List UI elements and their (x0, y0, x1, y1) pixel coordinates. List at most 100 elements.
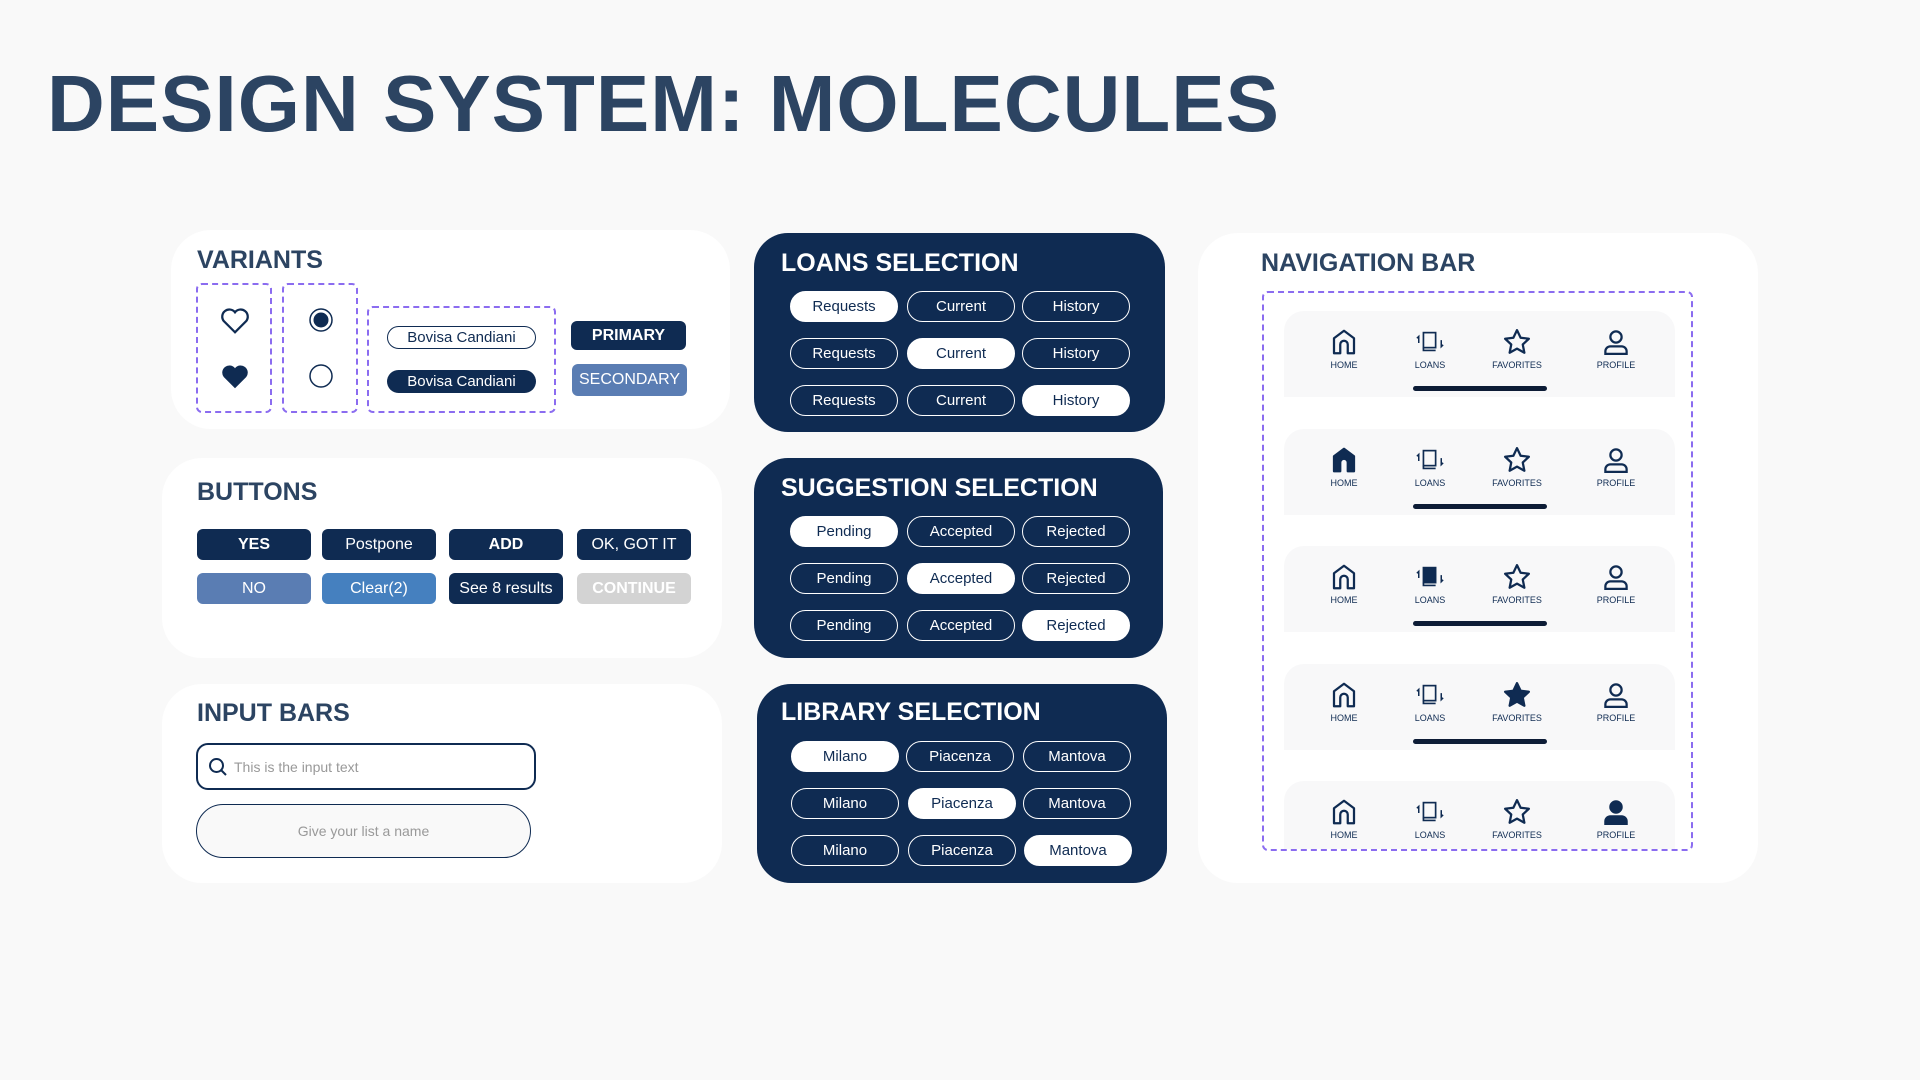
suggestion-accepted-pill[interactable]: Accepted (907, 516, 1015, 547)
nav-item-favorites[interactable]: FAVORITES (1482, 680, 1552, 723)
suggestion-heading: SUGGESTION SELECTION (781, 474, 1098, 502)
home-indicator-bar (1413, 386, 1547, 391)
loans-history-pill[interactable]: History (1022, 291, 1130, 322)
nav-item-loans[interactable]: LOANS (1395, 327, 1465, 370)
nav-item-favorites[interactable]: FAVORITES (1482, 797, 1552, 840)
see-results-button[interactable]: See 8 results (449, 573, 563, 604)
input-bars-card: INPUT BARS This is the input text Give y… (162, 684, 722, 883)
nav-item-profile[interactable]: PROFILE (1581, 327, 1651, 370)
library-piacenza-pill[interactable]: Piacenza (908, 835, 1016, 866)
nav-item-profile[interactable]: PROFILE (1581, 680, 1651, 723)
clear-button[interactable]: Clear(2) (322, 573, 436, 604)
navigation-bar-variant: HOME LOANS FAVORITES PROFILE (1284, 546, 1675, 632)
nav-item-label: HOME (1330, 830, 1358, 840)
favorites-star-icon (1504, 329, 1530, 354)
loans-selection-panel: LOANS SELECTION Requests Current History… (754, 233, 1165, 432)
suggestion-pending-pill[interactable]: Pending (790, 563, 898, 594)
home-icon (1332, 329, 1356, 355)
library-milano-pill[interactable]: Milano (791, 835, 899, 866)
radio-selected-icon[interactable] (308, 307, 334, 333)
library-mantova-pill[interactable]: Mantova (1023, 741, 1131, 772)
suggestion-rejected-pill[interactable]: Rejected (1022, 516, 1130, 547)
loans-history-pill[interactable]: History (1022, 338, 1130, 369)
nav-item-label: HOME (1330, 477, 1358, 488)
nav-item-label: PROFILE (1596, 360, 1636, 370)
nav-item-profile[interactable]: PROFILE (1581, 445, 1651, 488)
secondary-button[interactable]: SECONDARY (572, 364, 687, 396)
search-icon (209, 757, 227, 776)
nav-item-loans[interactable]: LOANS (1395, 797, 1465, 840)
loans-icon (1416, 331, 1444, 352)
profile-icon (1604, 800, 1628, 825)
nav-item-favorites[interactable]: FAVORITES (1482, 562, 1552, 605)
suggestion-rejected-pill[interactable]: Rejected (1022, 563, 1130, 594)
favorites-star-icon (1504, 681, 1530, 707)
library-milano-pill[interactable]: Milano (791, 741, 899, 772)
suggestion-rejected-pill[interactable]: Rejected (1022, 610, 1130, 641)
loans-current-pill[interactable]: Current (907, 338, 1015, 369)
nav-item-label: LOANS (1414, 595, 1446, 605)
navigation-heading: NAVIGATION BAR (1261, 249, 1476, 277)
heart-outline-icon[interactable] (220, 307, 250, 335)
nav-item-home[interactable]: HOME (1309, 680, 1379, 723)
nav-item-home[interactable]: HOME (1309, 562, 1379, 605)
add-button[interactable]: ADD (449, 529, 563, 560)
nav-item-favorites[interactable]: FAVORITES (1482, 445, 1552, 488)
nav-item-home[interactable]: HOME (1309, 797, 1379, 840)
yes-button[interactable]: YES (197, 529, 311, 560)
loans-requests-pill[interactable]: Requests (790, 385, 898, 416)
heart-variants (196, 283, 272, 413)
primary-button[interactable]: PRIMARY (571, 321, 686, 350)
library-milano-pill[interactable]: Milano (791, 788, 899, 819)
postpone-button[interactable]: Postpone (322, 529, 436, 560)
loans-requests-pill[interactable]: Requests (790, 291, 898, 322)
library-mantova-pill[interactable]: Mantova (1023, 788, 1131, 819)
loans-current-pill[interactable]: Current (907, 291, 1015, 322)
radio-unselected-icon[interactable] (308, 363, 334, 389)
heart-filled-icon[interactable] (220, 363, 250, 391)
nav-item-loans[interactable]: LOANS (1395, 680, 1465, 723)
suggestion-pending-pill[interactable]: Pending (790, 610, 898, 641)
profile-icon (1604, 330, 1628, 355)
home-icon (1332, 447, 1356, 472)
no-button[interactable]: NO (197, 573, 311, 604)
home-indicator-bar (1413, 503, 1547, 509)
ok-got-it-button[interactable]: OK, GOT IT (577, 529, 691, 560)
library-piacenza-pill[interactable]: Piacenza (906, 741, 1014, 772)
suggestion-accepted-pill[interactable]: Accepted (907, 610, 1015, 641)
search-input[interactable]: This is the input text (196, 743, 536, 790)
nav-item-label: FAVORITES (1492, 477, 1542, 488)
loans-current-pill[interactable]: Current (907, 385, 1015, 416)
variants-heading: VARIANTS (197, 246, 323, 274)
suggestion-selection-panel: SUGGESTION SELECTION Pending Accepted Re… (754, 458, 1163, 658)
chip-filled[interactable]: Bovisa Candiani (387, 370, 536, 393)
home-icon (1332, 564, 1356, 590)
navigation-bar-variant: HOME LOANS FAVORITES PROFILE (1284, 428, 1675, 515)
radio-variants (282, 283, 358, 413)
chip-outline[interactable]: Bovisa Candiani (387, 326, 536, 349)
variants-card: VARIANTS Bovisa Candiani Bovisa Candiani… (171, 230, 730, 429)
nav-item-loans[interactable]: LOANS (1395, 445, 1465, 488)
nav-item-profile[interactable]: PROFILE (1581, 562, 1651, 605)
nav-item-profile[interactable]: PROFILE (1581, 797, 1651, 840)
favorites-star-icon (1504, 799, 1530, 824)
suggestion-accepted-pill[interactable]: Accepted (907, 563, 1015, 594)
loans-requests-pill[interactable]: Requests (790, 338, 898, 369)
nav-item-home[interactable]: HOME (1309, 445, 1379, 488)
nav-item-home[interactable]: HOME (1309, 327, 1379, 370)
library-mantova-pill[interactable]: Mantova (1024, 835, 1132, 866)
library-piacenza-pill[interactable]: Piacenza (908, 788, 1016, 819)
navigation-variants: HOME LOANS FAVORITES PROFILE HOME LOANS FAVORI… (1262, 291, 1693, 851)
suggestion-pending-pill[interactable]: Pending (790, 516, 898, 547)
page-title: DESIGN SYSTEM: MOLECULES (47, 59, 1280, 148)
nav-item-loans[interactable]: LOANS (1395, 562, 1465, 605)
list-name-input[interactable]: Give your list a name (196, 804, 531, 858)
favorites-star-icon (1504, 564, 1530, 589)
nav-item-label: HOME (1330, 595, 1358, 605)
nav-item-label: HOME (1330, 360, 1358, 370)
loans-history-pill[interactable]: History (1022, 385, 1130, 416)
input-bars-heading: INPUT BARS (197, 699, 350, 727)
home-indicator-bar (1413, 621, 1547, 626)
nav-item-favorites[interactable]: FAVORITES (1482, 327, 1552, 370)
nav-item-label: LOANS (1414, 477, 1446, 488)
